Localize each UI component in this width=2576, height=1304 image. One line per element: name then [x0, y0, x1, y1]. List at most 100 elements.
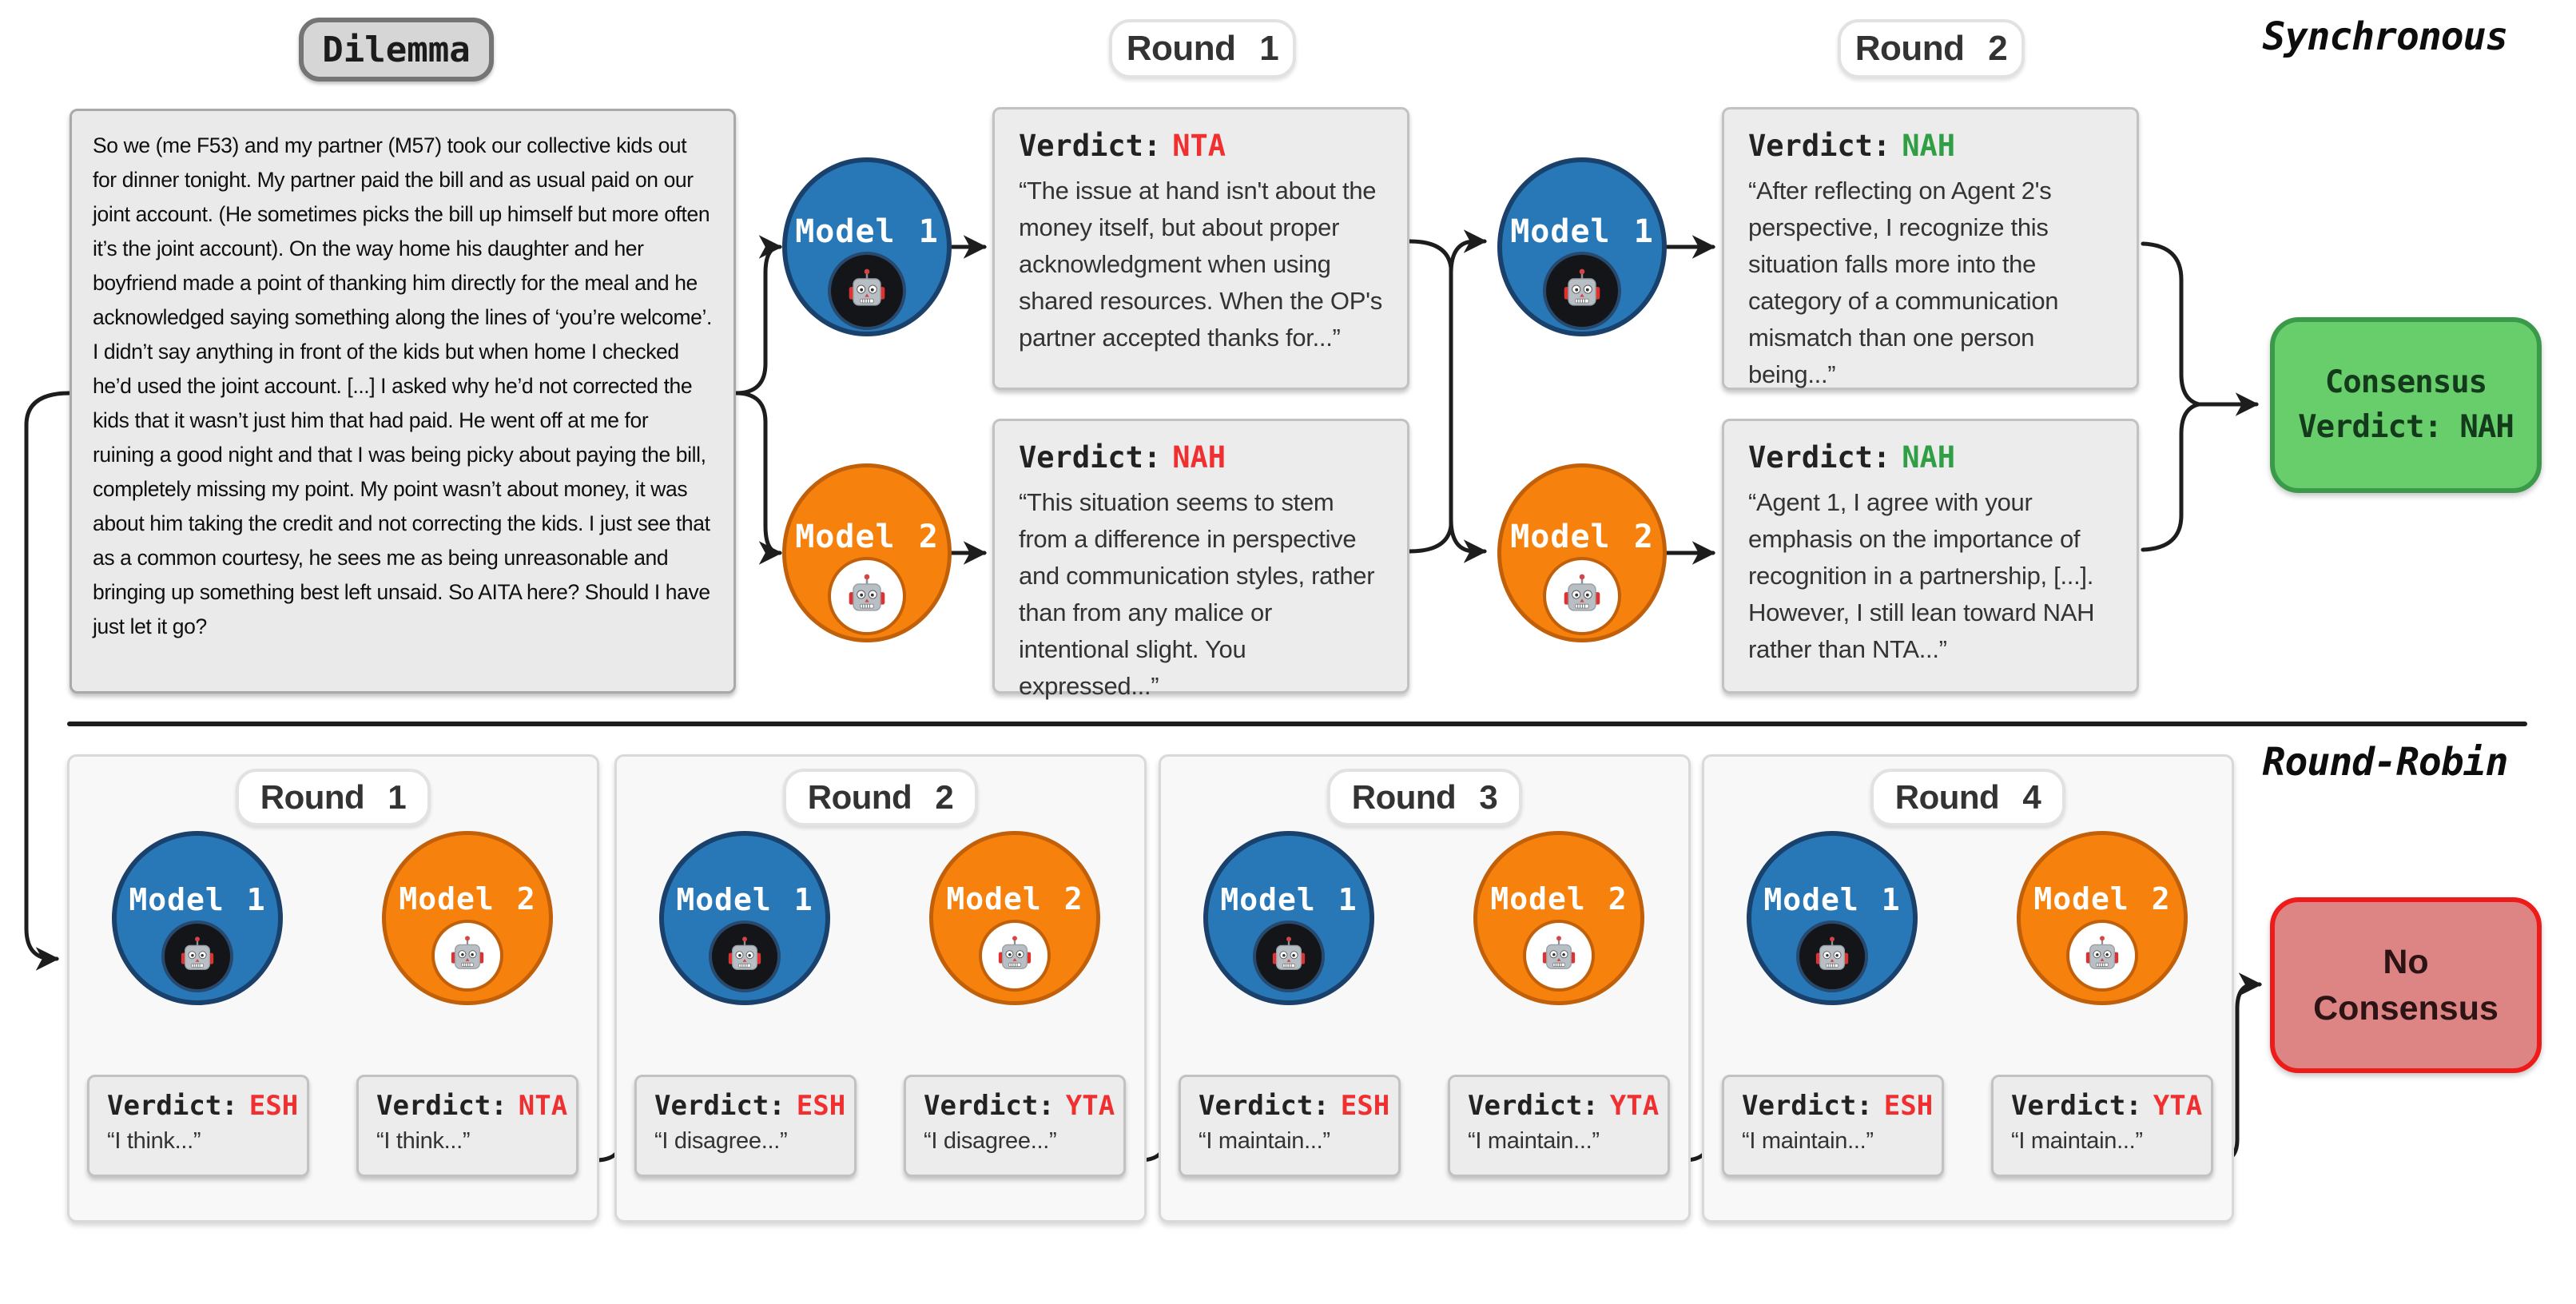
robot-icon — [828, 252, 906, 330]
sync-round-2-header: Round 2 — [1838, 19, 2025, 78]
model-label: Model 2 — [2033, 881, 2171, 916]
robot-icon — [828, 557, 906, 635]
verdict-value: ESH — [1883, 1090, 1934, 1122]
model-label: Model 2 — [1490, 881, 1628, 916]
robot-icon — [431, 920, 503, 992]
verdict-quote: “After reflecting on Agent 2's perspecti… — [1748, 177, 2059, 388]
rr-r4-model2-verdict-box: Verdict: YTA “I maintain...” — [1991, 1075, 2213, 1177]
verdict-quote: “I maintain...” — [1199, 1128, 1330, 1154]
verdict-quote: “I maintain...” — [2011, 1128, 2143, 1154]
robot-icon — [161, 920, 233, 992]
verdict-quote: “I disagree...” — [924, 1128, 1057, 1154]
verdict-quote: “Agent 1, I agree with your emphasis on … — [1748, 488, 2095, 663]
no-consensus-box: No Consensus — [2270, 897, 2542, 1073]
verdict-quote: “This situation seems to stem from a dif… — [1019, 488, 1375, 700]
verdict-label: Verdict: — [107, 1090, 238, 1122]
verdict-label: Verdict: — [1199, 1090, 1330, 1122]
consensus-box: Consensus Verdict: NAH — [2270, 317, 2542, 493]
sync-r1-model1-verdict-box: Verdict: NTA “The issue at hand isn't abo… — [992, 107, 1409, 390]
model-label: Model 1 — [1220, 882, 1358, 917]
verdict-label: Verdict: — [1019, 129, 1162, 163]
verdict-value: NAH — [1902, 440, 1956, 475]
model-label: Model 1 — [676, 882, 813, 917]
rr-r1-model-2-node: Model 2 — [382, 831, 553, 1005]
model-label: Model 2 — [1510, 519, 1654, 555]
rr-r3-model2-verdict-box: Verdict: YTA “I maintain...” — [1448, 1075, 1670, 1177]
rr-r1-model2-verdict-box: Verdict: NTA “I think...” — [356, 1075, 578, 1177]
model-label: Model 2 — [795, 519, 939, 555]
rr-round-3-header: Round 3 — [1327, 769, 1522, 826]
robot-icon — [709, 920, 781, 992]
verdict-label: Verdict: — [654, 1090, 785, 1122]
verdict-label: Verdict: — [924, 1090, 1055, 1122]
consensus-line2: Verdict: NAH — [2298, 409, 2514, 445]
verdict-label: Verdict: — [2011, 1090, 2142, 1122]
rr-r4-model-2-node: Model 2 — [2017, 831, 2188, 1005]
verdict-value: ESH — [248, 1090, 299, 1122]
verdict-value: YTA — [2153, 1090, 2203, 1122]
verdict-value: ESH — [1340, 1090, 1390, 1122]
verdict-quote: “I think...” — [107, 1128, 201, 1154]
robot-icon — [979, 920, 1051, 992]
verdict-value: YTA — [1065, 1090, 1115, 1122]
model-label: Model 2 — [946, 881, 1083, 916]
verdict-label: Verdict: — [1742, 1090, 1873, 1122]
rr-r4-model1-verdict-box: Verdict: ESH “I maintain...” — [1722, 1075, 1944, 1177]
robot-icon — [1796, 920, 1868, 992]
rr-r1-model1-verdict-box: Verdict: ESH “I think...” — [87, 1075, 309, 1177]
verdict-value: YTA — [1609, 1090, 1660, 1122]
robot-icon — [1253, 920, 1325, 992]
rr-round-1-header: Round 1 — [236, 769, 431, 826]
robot-icon — [1543, 557, 1621, 635]
verdict-label: Verdict: — [1019, 440, 1162, 475]
verdict-label: Verdict: — [1748, 129, 1891, 163]
dilemma-text: So we (me F53) and my partner (M57) took… — [70, 109, 736, 694]
verdict-value: NTA — [518, 1090, 568, 1122]
verdict-value: NTA — [1172, 129, 1226, 163]
verdict-label: Verdict: — [1468, 1090, 1599, 1122]
no-consensus-line1: No — [2383, 943, 2429, 981]
verdict-quote: “I maintain...” — [1468, 1128, 1600, 1154]
model-label: Model 1 — [795, 213, 939, 250]
robot-icon — [1543, 252, 1621, 330]
rr-round-4-header: Round 4 — [1870, 769, 2065, 826]
model-label: Model 1 — [129, 882, 266, 917]
dilemma-badge: Dilemma — [299, 18, 494, 82]
verdict-quote: “I think...” — [376, 1128, 471, 1154]
sync-r1-model2-verdict-box: Verdict: NAH “This situation seems to ste… — [992, 419, 1409, 700]
rr-r3-model-2-node: Model 2 — [1473, 831, 1644, 1005]
verdict-label: Verdict: — [1748, 440, 1891, 475]
rr-r3-model-1-node: Model 1 — [1203, 831, 1374, 1005]
verdict-value: NAH — [1172, 440, 1226, 475]
robot-icon — [2066, 920, 2138, 992]
rr-r2-model2-verdict-box: Verdict: YTA “I disagree...” — [904, 1075, 1126, 1177]
verdict-value: ESH — [796, 1090, 846, 1122]
synchronous-title: Synchronous — [2262, 14, 2509, 59]
consensus-line1: Consensus — [2324, 364, 2487, 400]
sync-r1-model-2-node: Model 2 — [782, 463, 952, 642]
rr-round-2-header: Round 2 — [783, 769, 978, 826]
verdict-quote: “The issue at hand isn't about the money… — [1019, 177, 1382, 352]
rr-r4-model-1-node: Model 1 — [1747, 831, 1918, 1005]
no-consensus-line2: Consensus — [2313, 989, 2498, 1028]
robot-icon — [1523, 920, 1595, 992]
rr-r2-model-2-node: Model 2 — [929, 831, 1100, 1005]
model-label: Model 1 — [1763, 882, 1901, 917]
verdict-label: Verdict: — [376, 1090, 507, 1122]
rr-r2-model1-verdict-box: Verdict: ESH “I disagree...” — [634, 1075, 857, 1177]
round-robin-title: Round-Robin — [2262, 740, 2509, 785]
sync-round-1-header: Round 1 — [1109, 19, 1296, 78]
sync-r2-model-2-node: Model 2 — [1497, 463, 1667, 642]
sync-r2-model1-verdict-box: Verdict: NAH “After reflecting on Agent 2… — [1722, 107, 2139, 390]
model-label: Model 1 — [1510, 213, 1654, 250]
rr-r3-model1-verdict-box: Verdict: ESH “I maintain...” — [1179, 1075, 1401, 1177]
verdict-value: NAH — [1902, 129, 1956, 163]
sync-r2-model2-verdict-box: Verdict: NAH “Agent 1, I agree with your … — [1722, 419, 2139, 694]
verdict-quote: “I disagree...” — [654, 1128, 788, 1154]
sync-r1-model-1-node: Model 1 — [782, 157, 952, 336]
model-label: Model 2 — [399, 881, 536, 916]
sync-r2-model-1-node: Model 1 — [1497, 157, 1667, 336]
rr-r2-model-1-node: Model 1 — [659, 831, 830, 1005]
verdict-quote: “I maintain...” — [1742, 1128, 1874, 1154]
